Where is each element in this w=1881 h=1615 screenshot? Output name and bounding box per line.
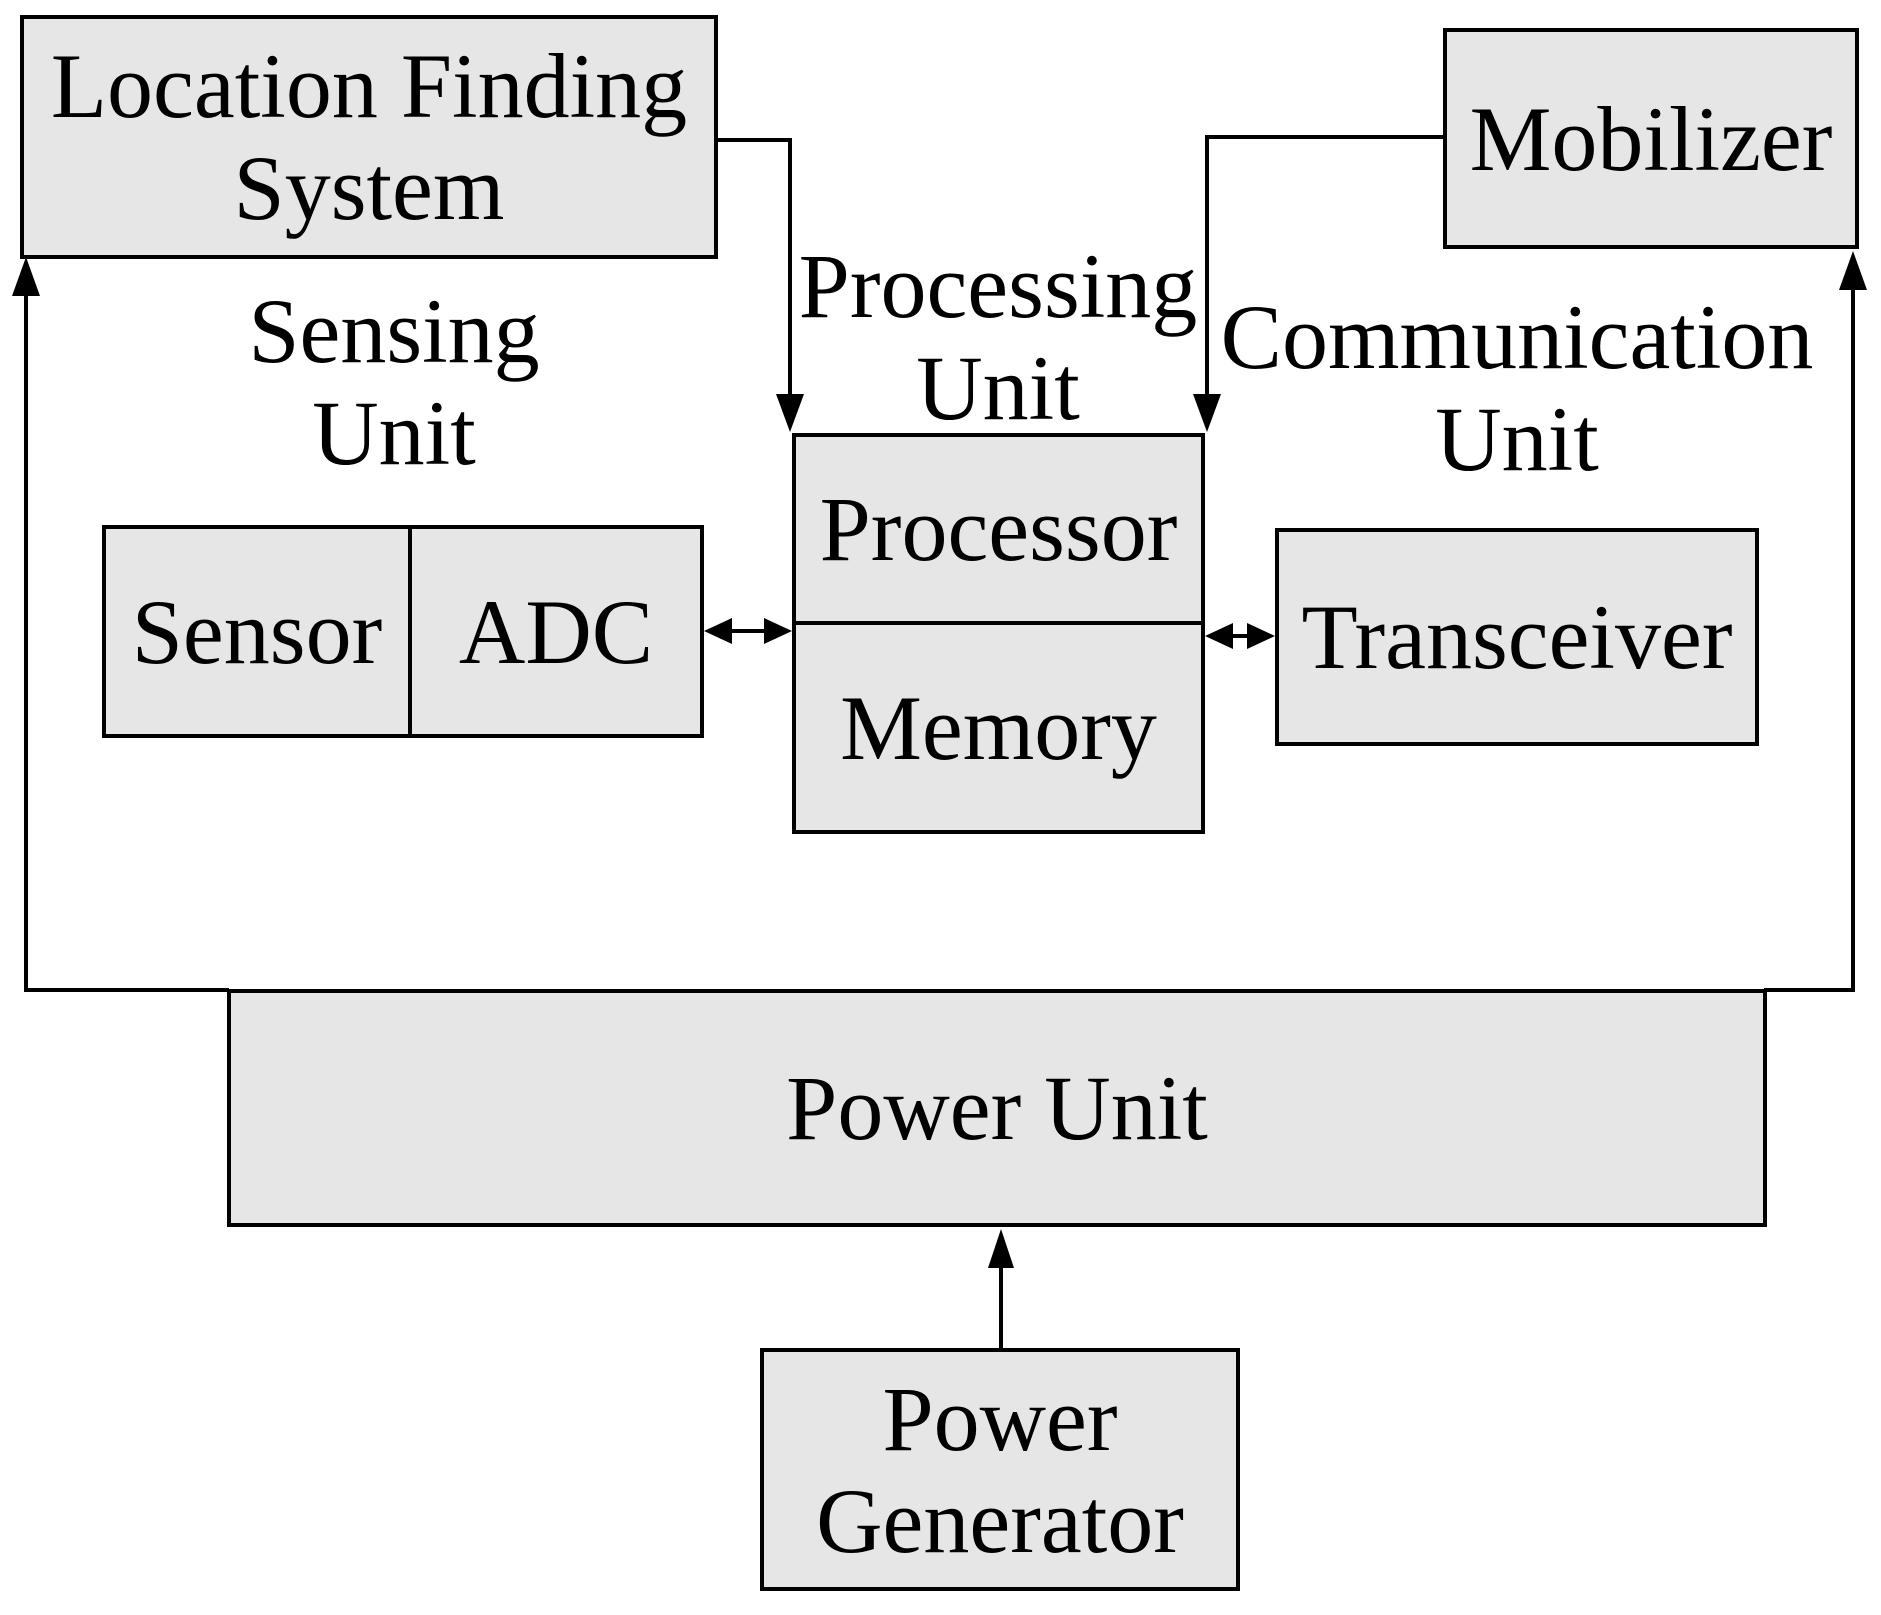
transceiver-label: Transceiver	[1301, 586, 1733, 688]
power-generator-box: Power Generator	[760, 1348, 1240, 1591]
memory-label: Memory	[840, 676, 1157, 779]
communication-unit-label: Communication Unit	[1197, 286, 1837, 490]
processing-unit-label: Processing Unit	[768, 235, 1228, 439]
generator-to-powerunit-arrow	[988, 1229, 1014, 1348]
mobilizer-to-processor-arrow	[1193, 135, 1443, 432]
location-finding-system-label-line1: Location Finding	[50, 35, 688, 137]
sensing-unit-label-line1: Sensing	[248, 280, 540, 382]
location-finding-system-label-line2: System	[233, 137, 505, 239]
processor-box: Processor	[792, 433, 1205, 625]
lfs-to-processor-arrow	[717, 138, 804, 432]
processing-unit-label-line1: Processing	[798, 235, 1198, 337]
memory-transceiver-double-arrow	[1205, 623, 1275, 649]
right-power-rail	[1764, 251, 1867, 992]
adc-cell: ADC	[408, 529, 700, 734]
location-finding-system-box: Location Finding System	[20, 15, 718, 259]
up-arrowhead	[12, 257, 40, 296]
communication-unit-label-line2: Unit	[1435, 388, 1599, 490]
down-arrowhead	[776, 394, 804, 432]
sensor-label: Sensor	[131, 580, 383, 683]
up-arrowhead	[988, 1229, 1014, 1268]
sensing-unit-label-line2: Unit	[312, 382, 476, 484]
left-arrowhead	[704, 618, 732, 644]
power-unit-label: Power Unit	[786, 1057, 1208, 1159]
mobilizer-label: Mobilizer	[1469, 87, 1833, 190]
left-power-rail	[12, 257, 229, 992]
right-arrowhead	[1247, 623, 1275, 649]
mobilizer-box: Mobilizer	[1443, 28, 1859, 249]
power-generator-label-line2: Generator	[816, 1469, 1184, 1572]
power-generator-label-line1: Power	[882, 1367, 1118, 1470]
up-arrowhead	[1839, 251, 1867, 290]
sensor-adc-box: Sensor ADC	[102, 525, 704, 738]
sensor-cell: Sensor	[106, 529, 408, 734]
processing-unit-label-line2: Unit	[916, 337, 1080, 439]
adc-label: ADC	[458, 580, 654, 683]
adc-processor-double-arrow	[704, 618, 792, 644]
transceiver-box: Transceiver	[1275, 528, 1759, 746]
sensing-unit-label: Sensing Unit	[94, 280, 694, 484]
communication-unit-label-line1: Communication	[1220, 286, 1814, 388]
memory-box: Memory	[792, 621, 1205, 834]
left-arrowhead	[1205, 623, 1233, 649]
power-unit-box: Power Unit	[227, 989, 1767, 1227]
down-arrowhead	[1193, 394, 1221, 432]
right-arrowhead	[764, 618, 792, 644]
processor-label: Processor	[819, 478, 1178, 580]
